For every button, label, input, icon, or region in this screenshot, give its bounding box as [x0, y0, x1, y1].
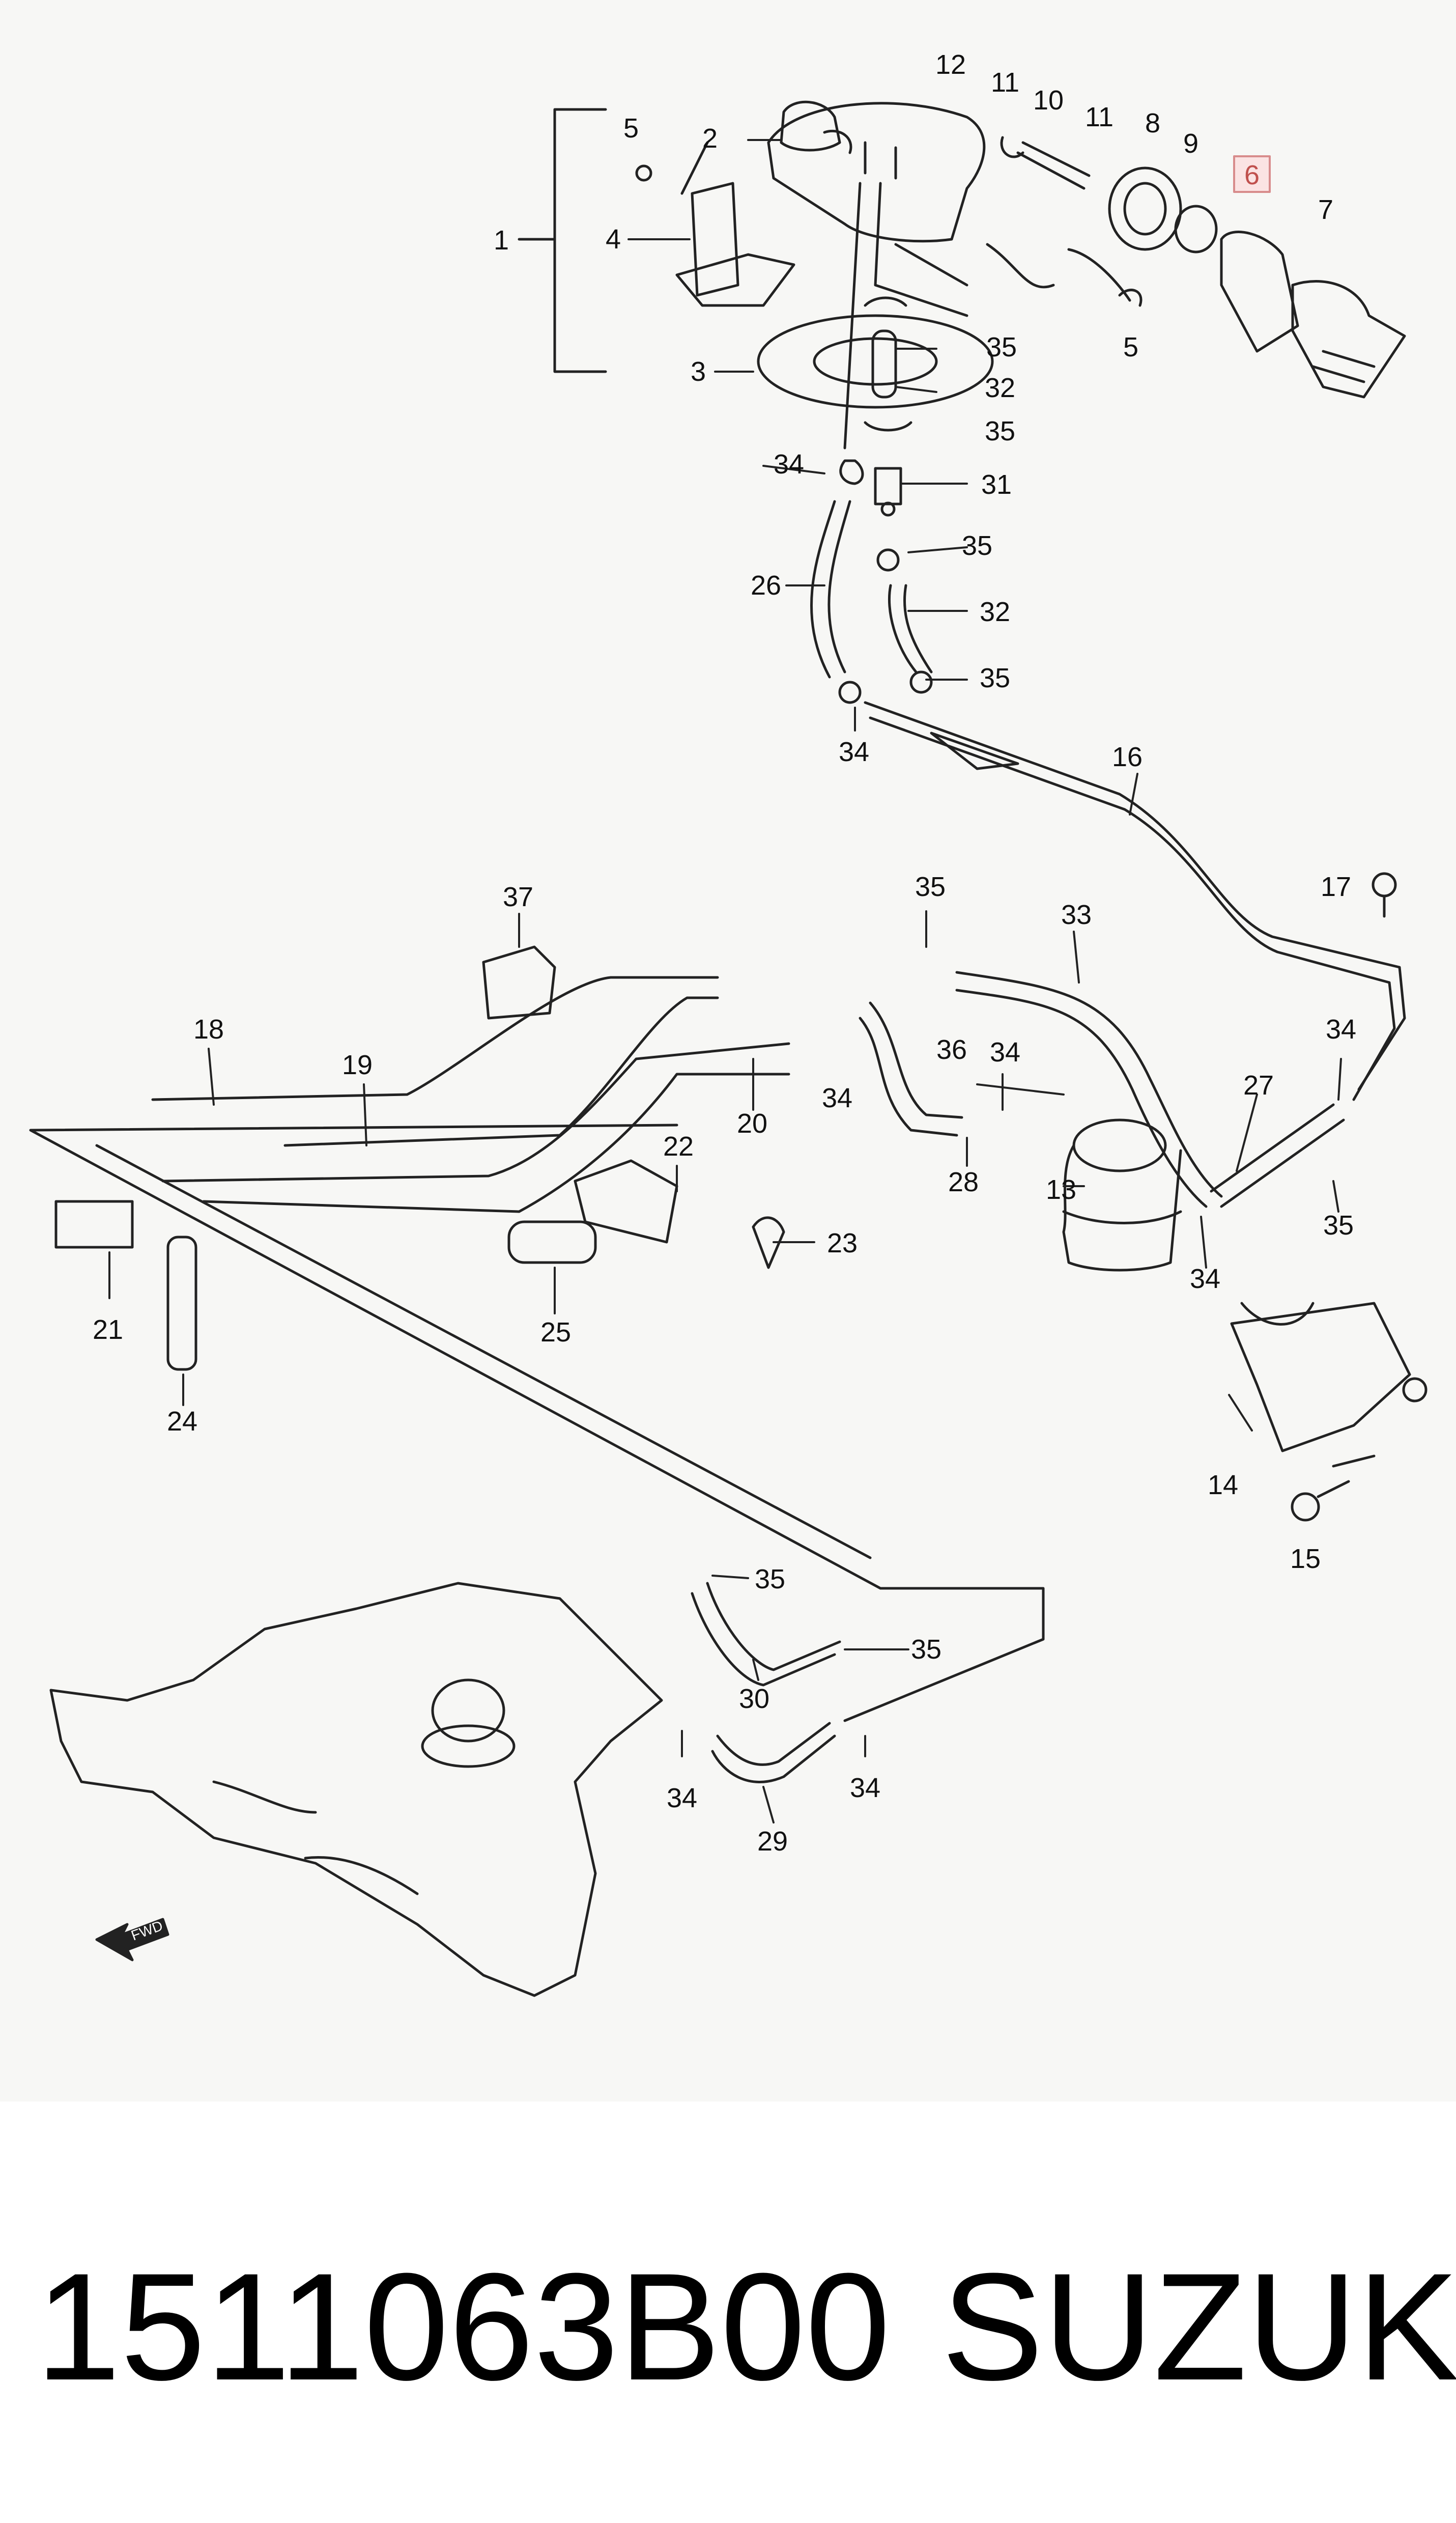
callout-5a: 5 [623, 113, 639, 144]
callout-11a: 11 [991, 67, 1019, 98]
callout-3: 3 [691, 356, 706, 387]
callout-18: 18 [193, 1014, 224, 1045]
sender-cap [780, 100, 841, 152]
brand-name: SUZUKI [941, 2241, 1456, 2412]
callout-36: 36 [936, 1034, 967, 1065]
callout-35h: 35 [911, 1634, 941, 1665]
highlight-box-part-6 [1233, 155, 1271, 193]
hose-29 [711, 1734, 836, 1783]
callout-34a: 34 [774, 449, 804, 480]
callout-8: 8 [1145, 108, 1160, 138]
hose-36 [859, 1017, 958, 1137]
leader-lines [108, 139, 1342, 1824]
callout-21: 21 [93, 1314, 123, 1345]
pipe-27 [1210, 1103, 1345, 1208]
callout-14: 14 [1208, 1470, 1238, 1500]
callout-34h: 34 [850, 1773, 880, 1803]
callout-26: 26 [751, 570, 781, 601]
callout-30: 30 [739, 1684, 769, 1714]
callout-31: 31 [981, 469, 1012, 500]
callout-35f: 35 [1323, 1210, 1354, 1241]
canister-13 [1062, 1144, 1182, 1272]
callout-labels: 1 2 3 4 5 5 6 7 8 9 10 11 11 12 13 14 15… [93, 49, 1356, 1944]
clip-23 [752, 1216, 785, 1269]
callout-7: 7 [1318, 194, 1333, 225]
gasket-ring [757, 314, 994, 409]
clamp-25 [507, 1220, 597, 1264]
callout-35c: 35 [962, 530, 992, 561]
callout-13: 13 [1046, 1174, 1076, 1205]
fuel-pump-6 [1220, 231, 1299, 353]
callout-27: 27 [1243, 1070, 1274, 1101]
ring-8 [1108, 166, 1182, 251]
fwd-arrow-icon [95, 1918, 169, 1961]
callout-32b: 32 [980, 597, 1010, 627]
pipe-19 [151, 976, 719, 1101]
clamp-37 [482, 945, 556, 1020]
cushion-9 [1174, 205, 1218, 254]
diagram-artwork: 1 2 3 4 5 5 6 7 8 9 10 11 11 12 13 14 15… [29, 49, 1428, 1997]
callout-5b: 5 [1123, 332, 1138, 362]
filter-31 [874, 467, 902, 506]
callout-2: 2 [702, 123, 718, 154]
callout-16: 16 [1112, 742, 1143, 772]
callout-35g: 35 [755, 1564, 785, 1594]
callout-34g: 34 [667, 1783, 697, 1813]
callout-28: 28 [948, 1167, 979, 1197]
bolt-15 [1291, 1492, 1320, 1522]
assembly-bracket [553, 108, 607, 373]
callout-34f: 34 [1190, 1264, 1220, 1294]
callout-24: 24 [167, 1406, 197, 1437]
callout-10: 10 [1033, 85, 1064, 116]
hose-10 [1016, 151, 1086, 190]
clamp-24 [166, 1236, 197, 1371]
exploded-parts-diagram: 1 2 3 4 5 5 6 7 8 9 10 11 11 12 13 14 15… [29, 49, 1428, 1997]
clip-22 [574, 1159, 678, 1244]
callout-6: 6 [1244, 160, 1260, 190]
bracket-14 [1230, 1302, 1411, 1452]
hose-33 [955, 971, 1223, 1198]
hose-32-lower [888, 584, 918, 674]
callout-1: 1 [494, 225, 509, 256]
hose-26 [810, 500, 836, 679]
callout-34c: 34 [822, 1083, 852, 1113]
callout-33: 33 [1061, 900, 1092, 930]
callout-17: 17 [1321, 872, 1351, 902]
callout-25: 25 [540, 1317, 571, 1348]
callout-32a: 32 [985, 373, 1015, 403]
callout-23: 23 [827, 1228, 858, 1258]
callout-19: 19 [342, 1050, 373, 1080]
callout-35d: 35 [980, 663, 1010, 693]
callout-34d: 34 [990, 1037, 1020, 1068]
clamp-21 [54, 1200, 134, 1249]
pump-strainer-7 [1291, 280, 1406, 399]
callout-15: 15 [1290, 1544, 1321, 1574]
bolt-17 [1372, 872, 1397, 898]
callout-37: 37 [503, 882, 533, 912]
part-number: 1511063B00 [36, 2241, 891, 2412]
filter-13-top [1072, 1118, 1167, 1172]
callout-35b: 35 [985, 416, 1015, 446]
callout-12: 12 [935, 49, 966, 80]
fuel-line-16 [864, 701, 1406, 1091]
throttle-body [431, 1678, 505, 1743]
intake-manifold [49, 1582, 663, 1997]
callout-22: 22 [663, 1131, 694, 1162]
hose-30 [691, 1592, 836, 1687]
callout-35a: 35 [986, 332, 1017, 362]
callout-34e: 34 [1326, 1014, 1356, 1045]
fuel-sender-plate [767, 102, 986, 243]
callout-11b: 11 [1085, 102, 1114, 132]
callout-20: 20 [737, 1108, 767, 1139]
callout-35e: 35 [915, 872, 946, 902]
callout-34b: 34 [839, 737, 869, 767]
sending-unit-body [691, 182, 739, 297]
hose-32-top [871, 329, 897, 399]
callout-29: 29 [757, 1826, 788, 1857]
callout-4: 4 [606, 224, 621, 255]
callout-9: 9 [1183, 128, 1198, 159]
